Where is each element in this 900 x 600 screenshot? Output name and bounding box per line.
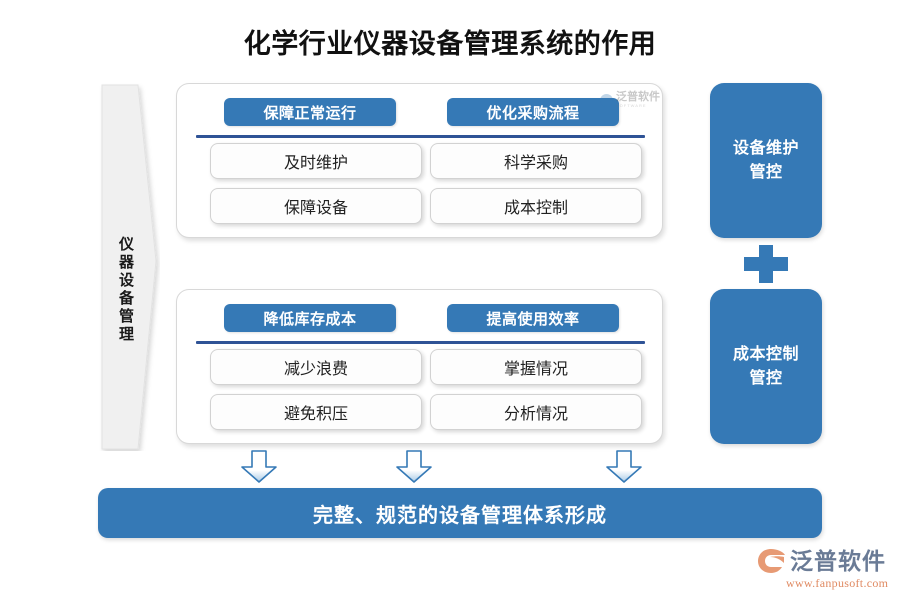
panel-1-divider: [196, 135, 645, 138]
panel-1-header-row: 保障正常运行 优化采购流程: [177, 98, 664, 128]
logo-url: www.fanpusoft.com: [786, 576, 889, 590]
panel-2-header-row: 降低库存成本 提高使用效率: [177, 304, 664, 334]
panel-1-cell-left-2[interactable]: 保障设备: [210, 188, 422, 224]
fanpu-logo[interactable]: 泛普软件 www.fanpusoft.com: [758, 548, 888, 591]
panel-inventory-efficiency: 降低库存成本 提高使用效率 减少浪费 避免积压 掌握情况 分析情况: [176, 289, 663, 444]
page-title: 化学行业仪器设备管理系统的作用: [243, 29, 657, 59]
side-box-bottom-line1: 成本控制: [732, 346, 799, 364]
side-box-equipment-maintenance[interactable]: 设备维护 管控: [710, 83, 822, 238]
panel-2-cell-left-1[interactable]: 减少浪费: [210, 349, 422, 385]
arrow-down-icon-3: [605, 450, 643, 483]
panel-2-cell-right-2[interactable]: 分析情况: [430, 394, 642, 430]
panel-2-cell-left-2[interactable]: 避免积压: [210, 394, 422, 430]
panel-2-cell-right-1[interactable]: 掌握情况: [430, 349, 642, 385]
fanpu-logo-mark-icon: [758, 548, 786, 574]
side-box-bottom-line2: 管控: [749, 369, 783, 387]
left-chevron-label: 仪器设备管理: [117, 236, 134, 344]
panel-2-divider: [196, 341, 645, 344]
panel-1-cell-right-1[interactable]: 科学采购: [430, 143, 642, 179]
panel-2-header-right[interactable]: 提高使用效率: [447, 304, 619, 332]
panel-normal-operation: 保障正常运行 优化采购流程 及时维护 保障设备 科学采购 成本控制: [176, 83, 663, 238]
left-chevron-shape: [98, 83, 160, 451]
panel-1-cell-left-1[interactable]: 及时维护: [210, 143, 422, 179]
side-box-cost-control[interactable]: 成本控制 管控: [710, 289, 822, 444]
panel-1-cell-right-2[interactable]: 成本控制: [430, 188, 642, 224]
side-box-top-line1: 设备维护: [732, 140, 799, 158]
plus-icon: [744, 245, 788, 283]
arrow-down-icon-1: [240, 450, 278, 483]
logo-row: 泛普软件: [758, 548, 886, 574]
panel-1-header-right[interactable]: 优化采购流程: [447, 98, 619, 126]
panel-1-header-left[interactable]: 保障正常运行: [224, 98, 396, 126]
side-box-top-line2: 管控: [749, 163, 783, 181]
arrow-down-icon-2: [395, 450, 433, 483]
bottom-result-bar[interactable]: 完整、规范的设备管理体系形成: [98, 488, 822, 538]
logo-text: 泛普软件: [790, 547, 886, 574]
panel-2-header-left[interactable]: 降低库存成本: [224, 304, 396, 332]
